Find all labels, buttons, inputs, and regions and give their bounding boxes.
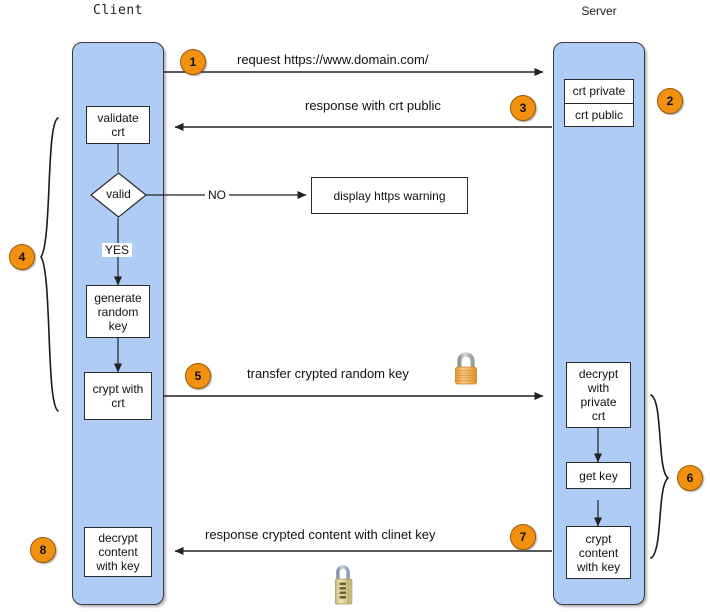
step-line: with	[587, 381, 610, 395]
message-label-transfer-key: transfer crypted random key	[247, 366, 409, 381]
message-label-response-crt-public: response with crt public	[305, 98, 441, 113]
step-line: private	[580, 395, 617, 409]
step-line: content	[578, 545, 619, 560]
badge-6[interactable]: 6	[677, 465, 703, 491]
server-step-get-key[interactable]: get key	[566, 462, 631, 489]
client-step-validate-crt[interactable]: validate crt	[86, 106, 150, 144]
client-step-generate-random-key[interactable]: generate random key	[86, 285, 150, 338]
message-label-request: request https://www.domain.com/	[237, 52, 429, 67]
combination-padlock-icon	[329, 560, 357, 610]
server-certificate-stack: crt private crt public	[564, 79, 634, 127]
badge-4[interactable]: 4	[9, 244, 35, 270]
server-lane	[553, 42, 645, 605]
server-step-decrypt-with-private-crt[interactable]: decrypt with private crt	[566, 362, 631, 428]
step-line: crt	[111, 396, 125, 410]
step-line: get key	[579, 468, 618, 483]
step-line: with key	[576, 559, 621, 574]
branch-label-yes: YES	[102, 243, 133, 257]
server-lane-title: Server	[581, 4, 617, 18]
badge-7[interactable]: 7	[510, 524, 536, 550]
server-step-crt-public[interactable]: crt public	[565, 102, 633, 127]
badge-1[interactable]: 1	[180, 49, 206, 75]
padlock-icon	[452, 351, 480, 387]
step-line: crt	[111, 125, 125, 139]
step-line: crypt with	[92, 382, 144, 396]
badge-8[interactable]: 8	[30, 537, 56, 563]
client-step-valid-decision[interactable]: valid	[90, 172, 147, 218]
step-line: decrypt	[98, 531, 138, 545]
server-step-crt-private[interactable]: crt private	[572, 84, 626, 99]
badge-5[interactable]: 5	[185, 363, 211, 389]
badge-3[interactable]: 3	[510, 95, 536, 121]
server-step-crypt-content-with-key[interactable]: crypt content with key	[566, 526, 631, 579]
step-line: content	[98, 545, 138, 559]
branch-label-no: NO	[205, 188, 229, 202]
external-step-display-https-warning[interactable]: display https warning	[311, 177, 468, 214]
client-step-crypt-with-crt[interactable]: crypt with crt	[84, 372, 152, 420]
step-line: validate	[97, 111, 139, 125]
step-line: random	[97, 304, 139, 319]
client-lane-title: Client	[93, 3, 143, 18]
step-line: crt	[591, 409, 606, 423]
badge-2[interactable]: 2	[657, 88, 683, 114]
step-line: crypt	[585, 531, 612, 546]
client-step-decrypt-content-with-key[interactable]: decrypt content with key	[84, 527, 152, 577]
message-label-response-content: response crypted content with clinet key	[205, 527, 436, 542]
step-line: decrypt	[578, 367, 619, 381]
step-line: display https warning	[333, 188, 446, 203]
step-line: with key	[96, 559, 140, 573]
step-line: generate	[94, 290, 142, 305]
step-line: key	[108, 318, 128, 333]
